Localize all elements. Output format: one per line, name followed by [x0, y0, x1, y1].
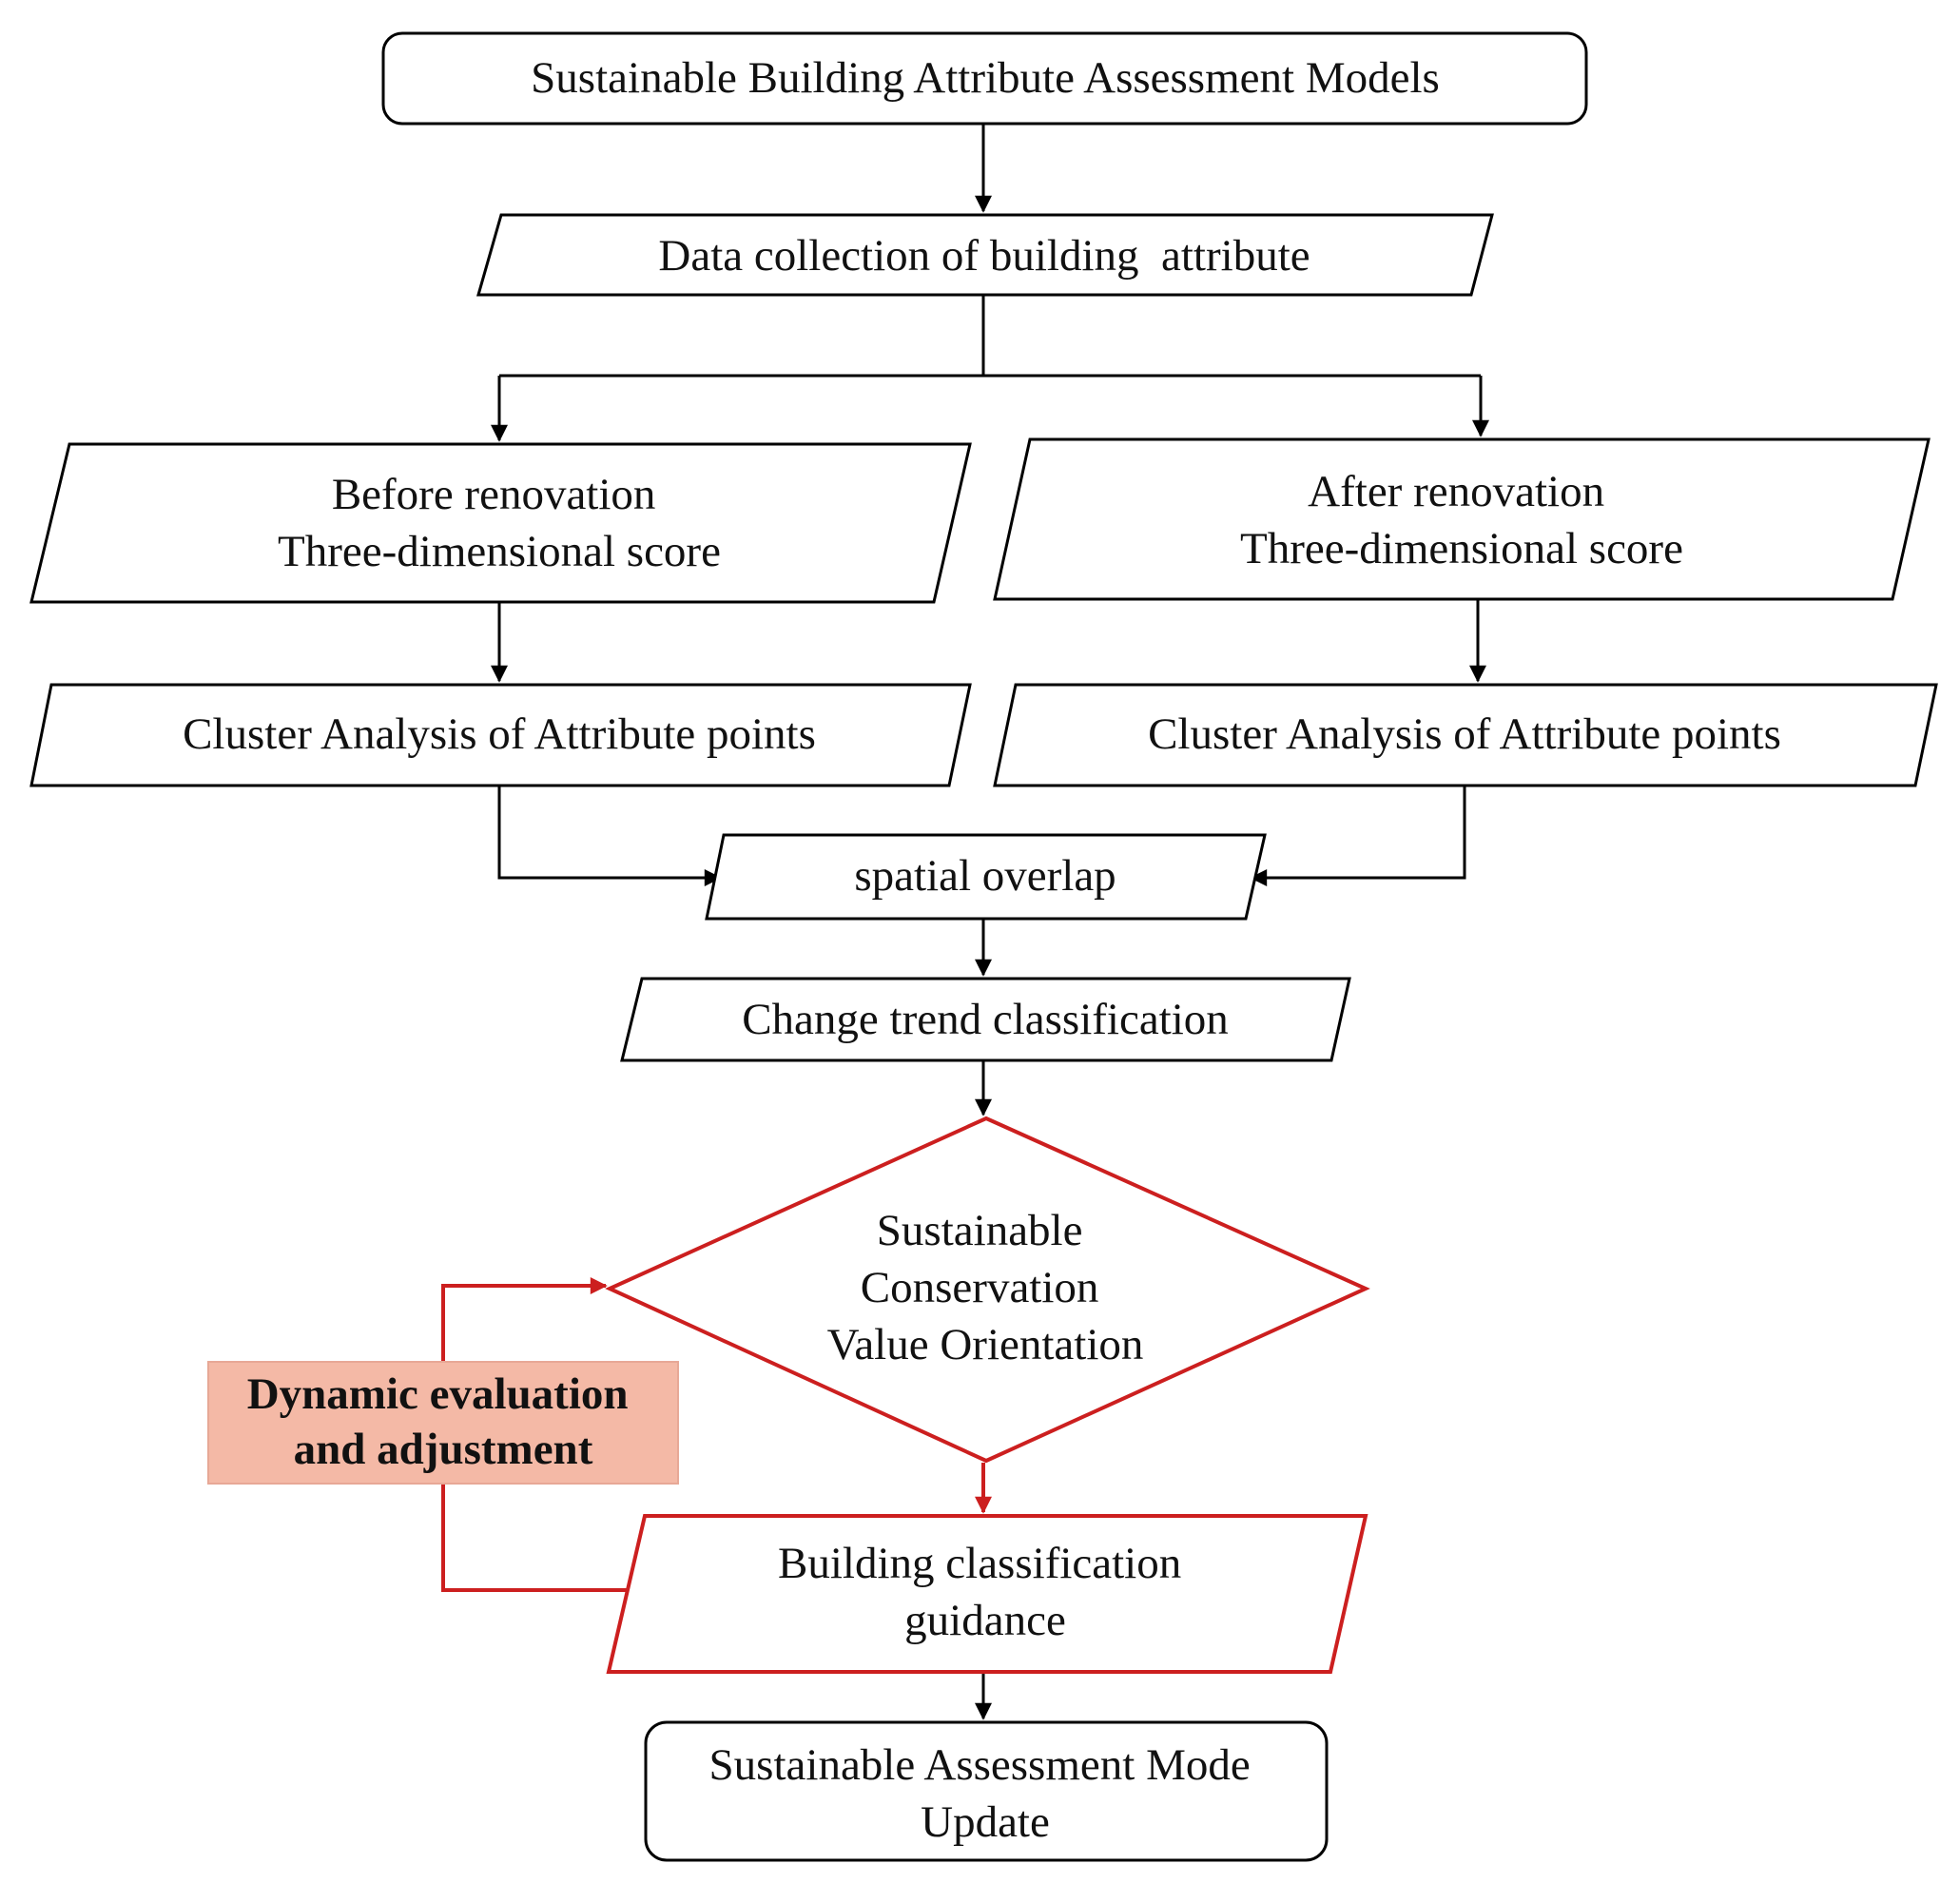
node-before-renovation-line-1: Before renovation — [332, 470, 656, 519]
node-mode-update: Sustainable Assessment Mode Update — [644, 1720, 1329, 1862]
node-cluster-before: Cluster Analysis of Attribute points — [29, 683, 972, 787]
svg-text:Sustainable Assessment Mode: Sustainable Assessment Mode Update — [709, 1740, 1262, 1847]
svg-text:Before renovation Three-: Before renovation Three-dimensional scor… — [278, 470, 721, 576]
node-change-trend-line-1: Change trend classification — [742, 995, 1229, 1044]
node-mode-update-line-1: Sustainable Assessment Mode — [709, 1740, 1251, 1790]
node-assessment-models-line-1: Sustainable Building Attribute Assessmen… — [531, 53, 1440, 103]
label-dynamic-evaluation-line-2: and adjustment — [294, 1425, 593, 1474]
node-cluster-after: Cluster Analysis of Attribute points — [993, 683, 1938, 787]
node-spatial-overlap-line-1: spatial overlap — [854, 851, 1116, 901]
node-before-renovation-line-2: Three-dimensional score — [278, 527, 721, 576]
edge-cluster-after-to-overlap — [1250, 786, 1466, 886]
svg-text:Sustainable Building Attribute: Sustainable Building Attribute Assessmen… — [531, 53, 1440, 103]
node-cluster-after-line-1: Cluster Analysis of Attribute points — [1148, 709, 1781, 759]
node-mode-update-line-2: Update — [921, 1797, 1050, 1847]
node-assessment-models: Sustainable Building Attribute Assessmen… — [381, 31, 1588, 126]
node-value-orientation-line-1: Sustainable — [877, 1206, 1083, 1255]
node-data-collection: Data collection of building attribute — [476, 213, 1494, 297]
edge-cluster-before-to-overlap — [497, 786, 722, 886]
node-change-trend: Change trend classification — [620, 977, 1351, 1062]
svg-text:Building classification: Building classification guidance — [778, 1539, 1193, 1645]
svg-text:Data collection of building a: Data collection of building attribute — [658, 231, 1310, 281]
svg-text:Cluster Analysis of Attribute: Cluster Analysis of Attribute points — [1148, 709, 1781, 759]
node-cluster-before-line-1: Cluster Analysis of Attribute points — [183, 709, 816, 759]
node-classification-guidance-line-1: Building classification — [778, 1539, 1181, 1588]
node-after-renovation-line-1: After renovation — [1308, 467, 1604, 516]
svg-text:Change trend classification: Change trend classification — [742, 995, 1229, 1044]
svg-text:Cluster Analysis of Attribute: Cluster Analysis of Attribute points — [183, 709, 816, 759]
node-value-orientation: Sustainable Conservation Value Orientati… — [605, 1116, 1370, 1464]
node-data-collection-line-1: Data collection of building attribute — [658, 231, 1310, 281]
node-classification-guidance: Building classification guidance — [606, 1514, 1368, 1674]
node-spatial-overlap: spatial overlap — [705, 833, 1267, 921]
label-dynamic-evaluation-line-1: Dynamic evaluation — [247, 1369, 629, 1419]
node-value-orientation-line-2: Conservation — [861, 1263, 1099, 1312]
node-after-renovation: After renovation Three-dimensional score — [993, 437, 1931, 601]
svg-text:spatial overlap: spatial overlap — [854, 851, 1116, 901]
label-dynamic-evaluation: Dynamic evaluation and adjustment — [207, 1361, 679, 1485]
node-after-renovation-line-2: Three-dimensional score — [1240, 524, 1683, 573]
node-before-renovation: Before renovation Three-dimensional scor… — [29, 442, 972, 604]
svg-text:Sustainable Conservation: Sustainable Conservation Value Orientati… — [827, 1206, 1144, 1369]
node-value-orientation-line-3: Value Orientation — [827, 1320, 1144, 1369]
svg-text:After renovation Three-d: After renovation Three-dimensional score — [1240, 467, 1683, 573]
node-classification-guidance-line-2: guidance — [904, 1596, 1066, 1645]
svg-text:Dynamic evaluation and a: Dynamic evaluation and adjustment — [247, 1369, 640, 1474]
edge-data-collection-split — [499, 295, 1481, 378]
